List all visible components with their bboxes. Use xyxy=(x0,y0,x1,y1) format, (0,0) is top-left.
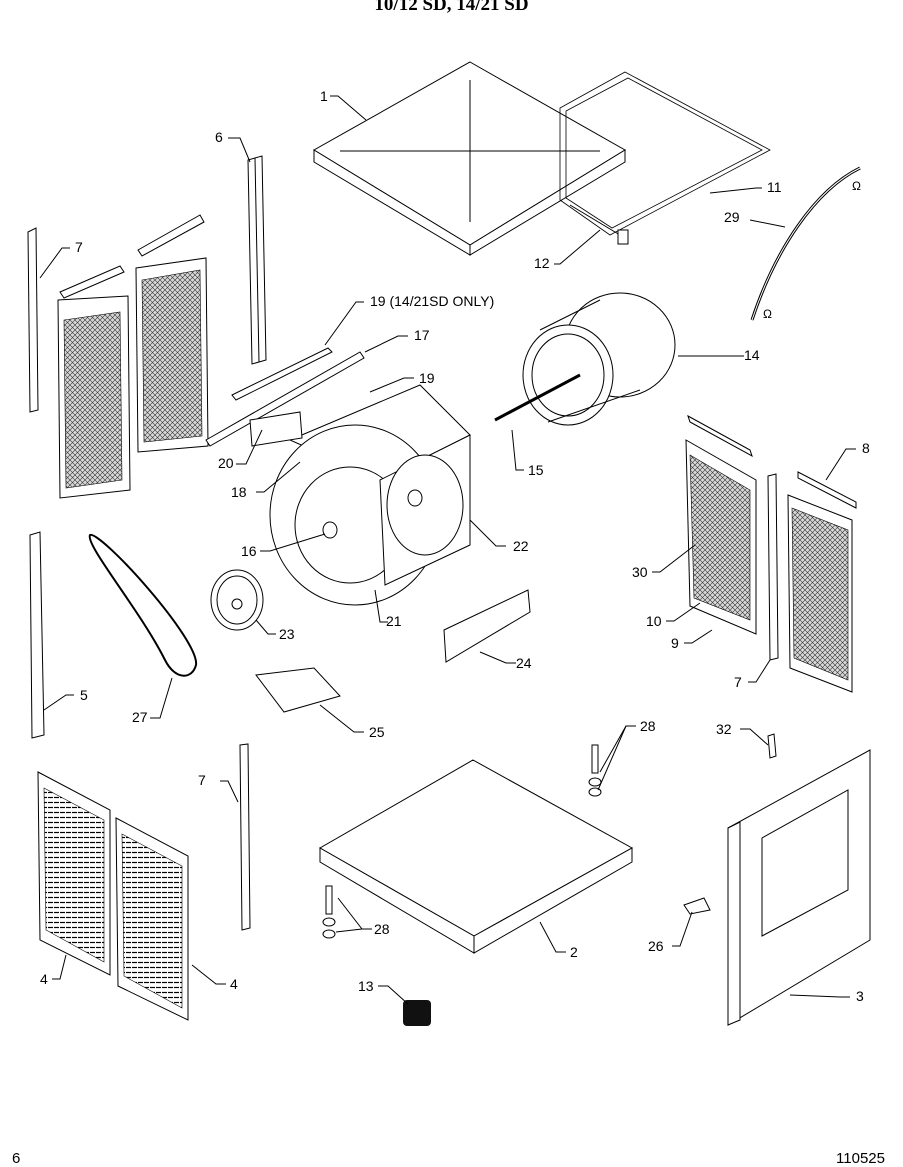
callout-7-right: 7 xyxy=(734,674,742,690)
part-blower-housing xyxy=(269,384,471,606)
part-bracket-24 xyxy=(443,589,531,663)
callout-20: 20 xyxy=(218,455,234,471)
callout-25: 25 xyxy=(369,724,385,740)
callout-19: 19 xyxy=(419,370,435,386)
part-drain-fittings xyxy=(322,744,602,939)
part-rails xyxy=(205,347,365,447)
callout-10: 10 xyxy=(646,613,662,629)
part-corner-post-6 xyxy=(247,155,267,365)
callout-29: 29 xyxy=(724,209,740,225)
svg-text:Ω: Ω xyxy=(852,179,861,193)
callout-26: 26 xyxy=(648,938,664,954)
part-bracket-26 xyxy=(683,897,711,915)
part-top-cover xyxy=(313,61,626,256)
callout-4-left: 4 xyxy=(40,971,48,987)
callout-24: 24 xyxy=(516,655,532,671)
callout-30: 30 xyxy=(632,564,648,580)
leader-lines xyxy=(39,95,856,1005)
callout-14: 14 xyxy=(744,347,760,363)
part-belt xyxy=(88,534,198,677)
callout-7-mid: 7 xyxy=(198,772,206,788)
part-cabinet-frame xyxy=(727,749,871,1026)
part-water-distribution-frame xyxy=(559,71,771,245)
part-panel-25 xyxy=(255,667,341,713)
page-number: 6 xyxy=(12,1150,21,1167)
callout-5: 5 xyxy=(80,687,88,703)
callout-1: 1 xyxy=(320,88,328,104)
part-motor-pulley xyxy=(210,569,264,631)
callout-2: 2 xyxy=(570,944,578,960)
callout-9: 9 xyxy=(671,635,679,651)
callout-32: 32 xyxy=(716,721,732,737)
part-corner-post-5 xyxy=(29,531,45,739)
part-left-media-pads xyxy=(27,214,209,499)
callout-28-top: 28 xyxy=(640,718,656,734)
callout-4-right: 4 xyxy=(230,976,238,992)
callout-7-top: 7 xyxy=(75,239,83,255)
callout-6: 6 xyxy=(215,129,223,145)
part-corner-post-7 xyxy=(239,743,251,931)
svg-text:Ω: Ω xyxy=(763,307,772,321)
callout-16: 16 xyxy=(241,543,257,559)
callout-27: 27 xyxy=(132,709,148,725)
callout-19-only: 19 (14/21SD ONLY) xyxy=(370,293,494,309)
part-pump-screen xyxy=(403,1000,431,1026)
callout-28-bottom: 28 xyxy=(374,921,390,937)
callout-23: 23 xyxy=(279,626,295,642)
callout-3: 3 xyxy=(856,988,864,1004)
callout-18: 18 xyxy=(231,484,247,500)
callout-13: 13 xyxy=(358,978,374,994)
callout-15: 15 xyxy=(528,462,544,478)
part-clip-32 xyxy=(767,733,777,759)
page-title: 10/12 SD, 14/21 SD xyxy=(374,0,529,15)
callout-12: 12 xyxy=(534,255,550,271)
document-number: 110525 xyxy=(836,1150,885,1167)
part-louvers xyxy=(37,771,189,1021)
callout-8: 8 xyxy=(862,440,870,456)
part-blower-wheel xyxy=(494,292,676,426)
part-sump-pan xyxy=(318,759,634,954)
callout-21: 21 xyxy=(386,613,402,629)
callout-17: 17 xyxy=(414,327,430,343)
part-right-media-pads xyxy=(685,414,857,693)
callout-11: 11 xyxy=(767,179,782,195)
callout-22: 22 xyxy=(513,538,529,554)
